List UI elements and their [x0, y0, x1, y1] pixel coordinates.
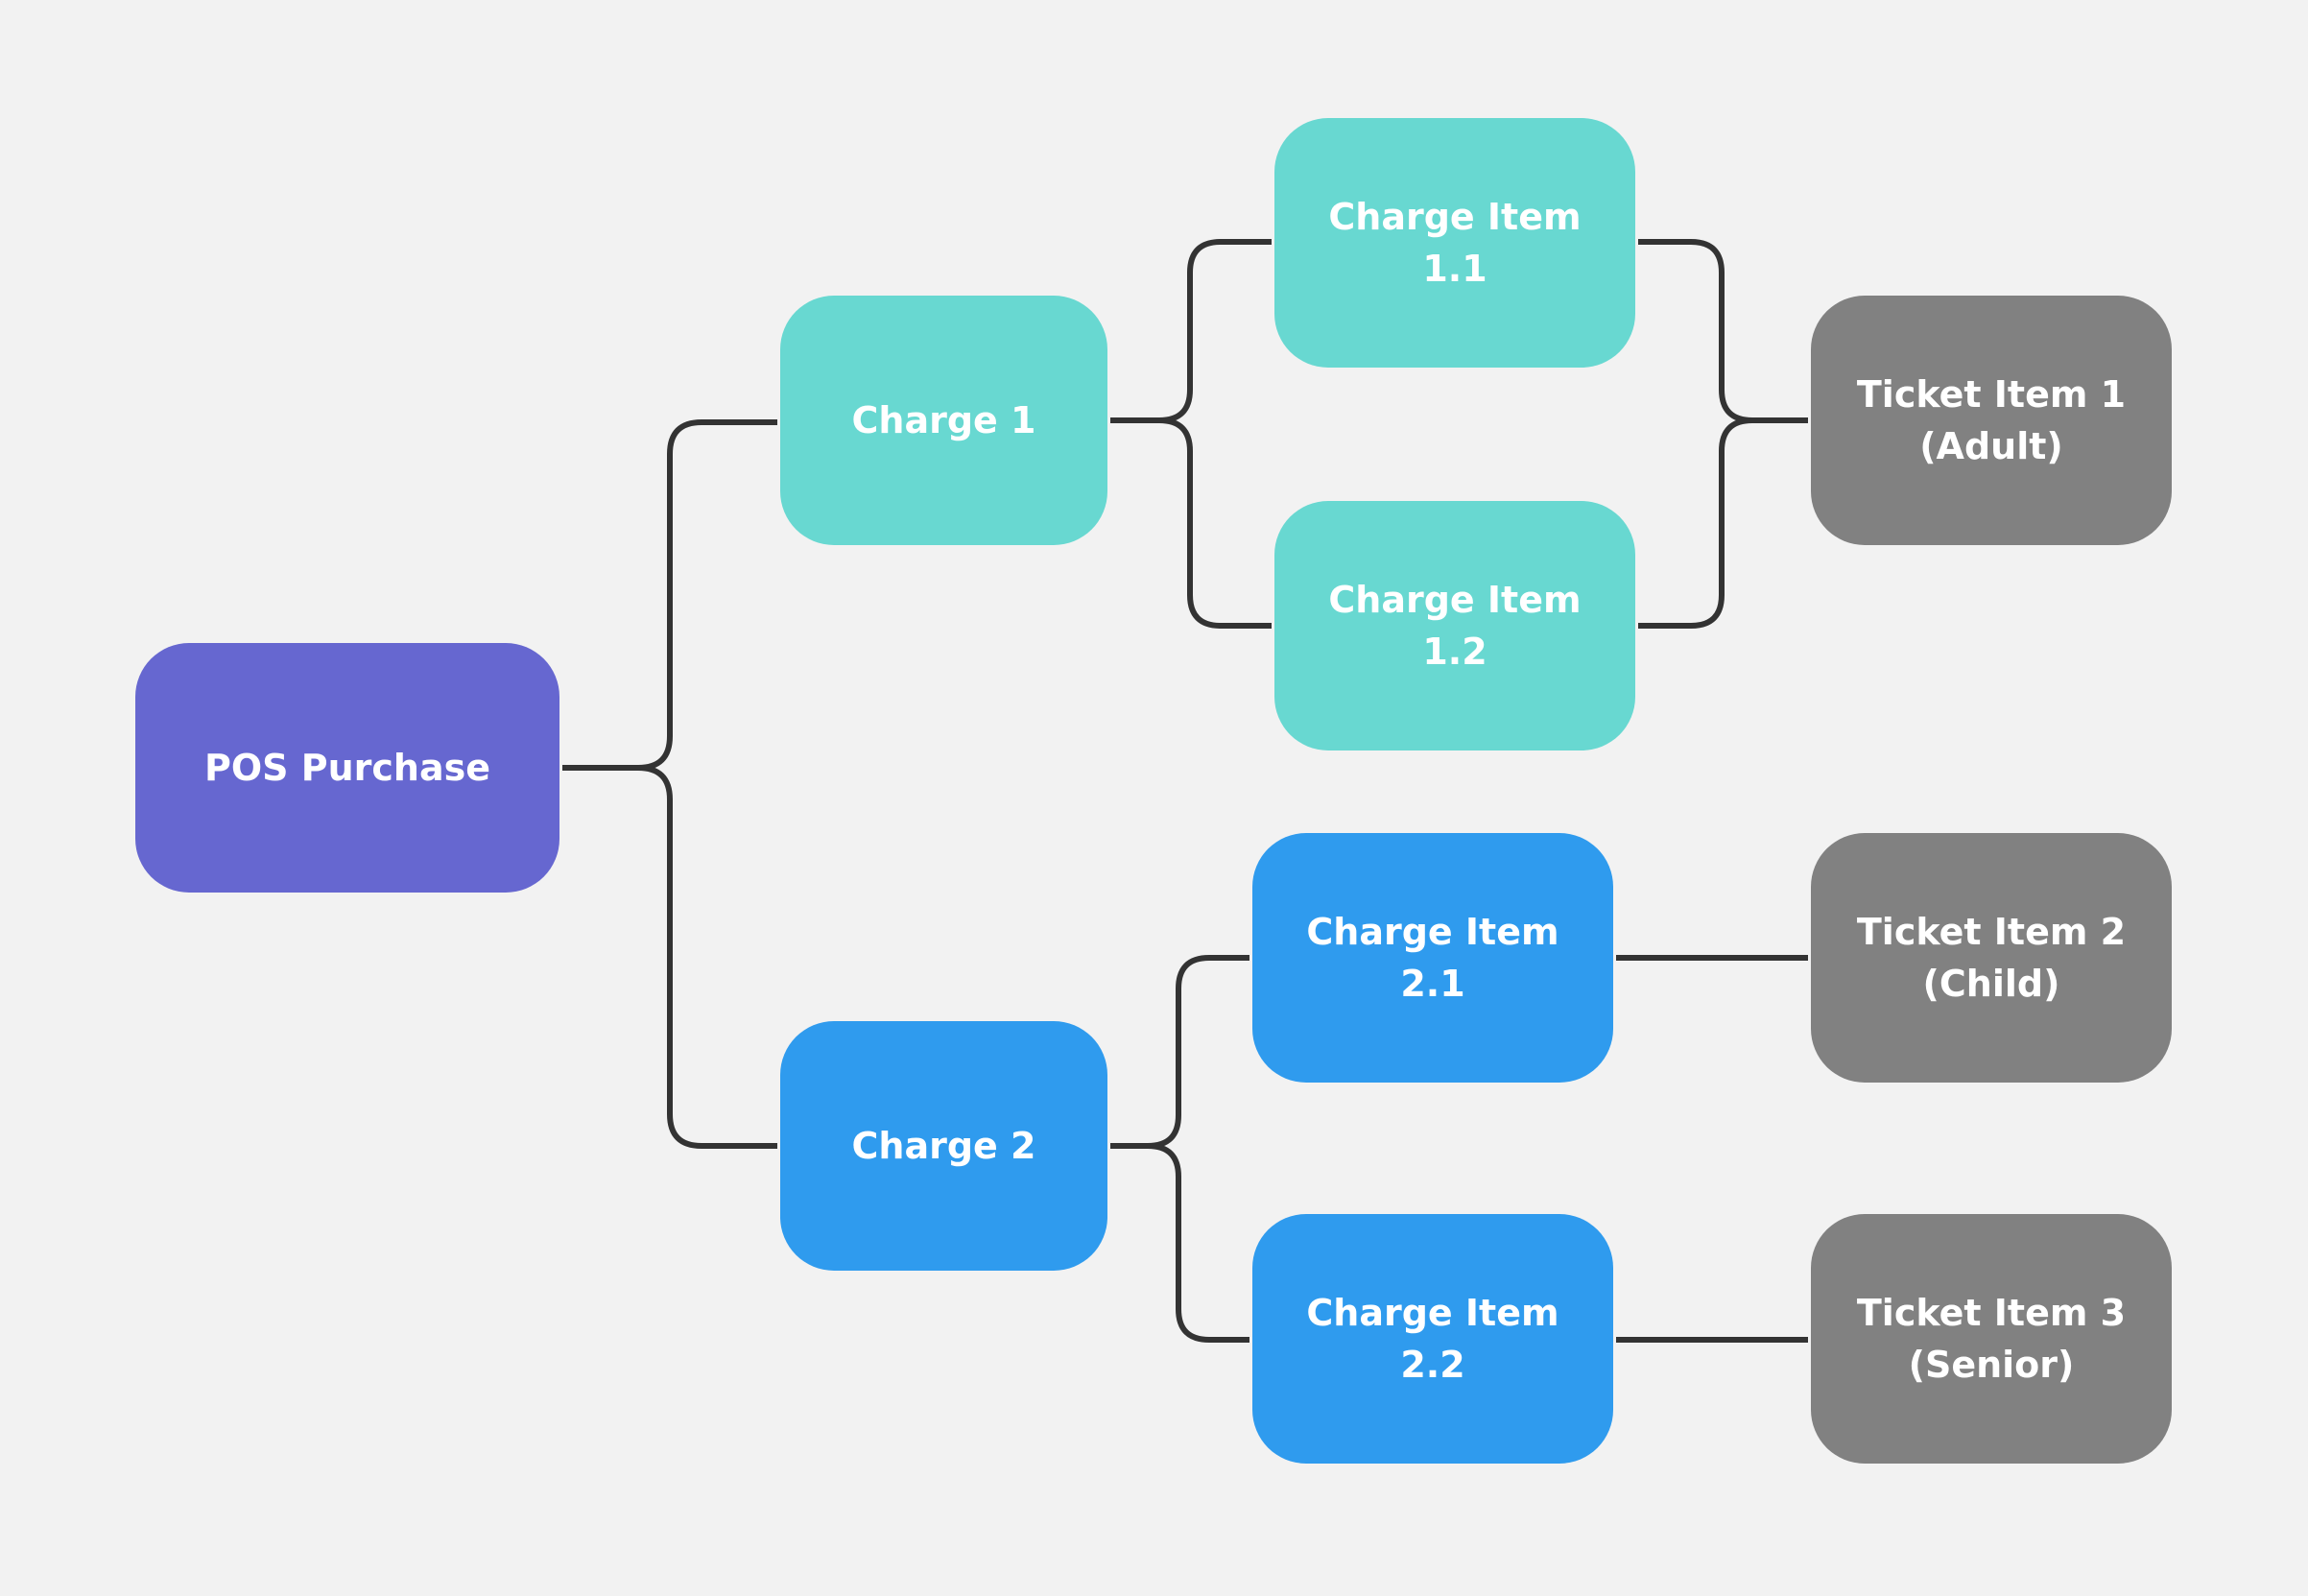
edge-charge-item-1-2-to-ticket-item-1 — [1638, 417, 1808, 629]
node-ticket-item-3: Ticket Item 3 (Senior) — [1811, 1214, 2172, 1464]
node-charge-1: Charge 1 — [780, 296, 1107, 545]
edge-pos-purchase-to-charge-2 — [562, 765, 777, 1149]
edge-charge-1-to-charge-item-1-1 — [1110, 239, 1272, 423]
node-charge-2: Charge 2 — [780, 1021, 1107, 1271]
edge-charge-2-to-charge-item-2-1 — [1110, 955, 1249, 1149]
node-charge-item-1-2: Charge Item 1.2 — [1274, 501, 1635, 750]
node-charge-item-2-1: Charge Item 2.1 — [1252, 833, 1613, 1083]
edge-charge-1-to-charge-item-1-2 — [1110, 417, 1272, 629]
edge-charge-2-to-charge-item-2-2 — [1110, 1143, 1249, 1343]
node-ticket-item-2: Ticket Item 2 (Child) — [1811, 833, 2172, 1083]
node-charge-item-2-2: Charge Item 2.2 — [1252, 1214, 1613, 1464]
node-charge-item-1-1: Charge Item 1.1 — [1274, 118, 1635, 368]
node-ticket-item-1: Ticket Item 1 (Adult) — [1811, 296, 2172, 545]
edge-pos-purchase-to-charge-1 — [562, 419, 777, 771]
node-pos-purchase: POS Purchase — [135, 643, 559, 893]
edge-charge-item-1-1-to-ticket-item-1 — [1638, 239, 1808, 423]
